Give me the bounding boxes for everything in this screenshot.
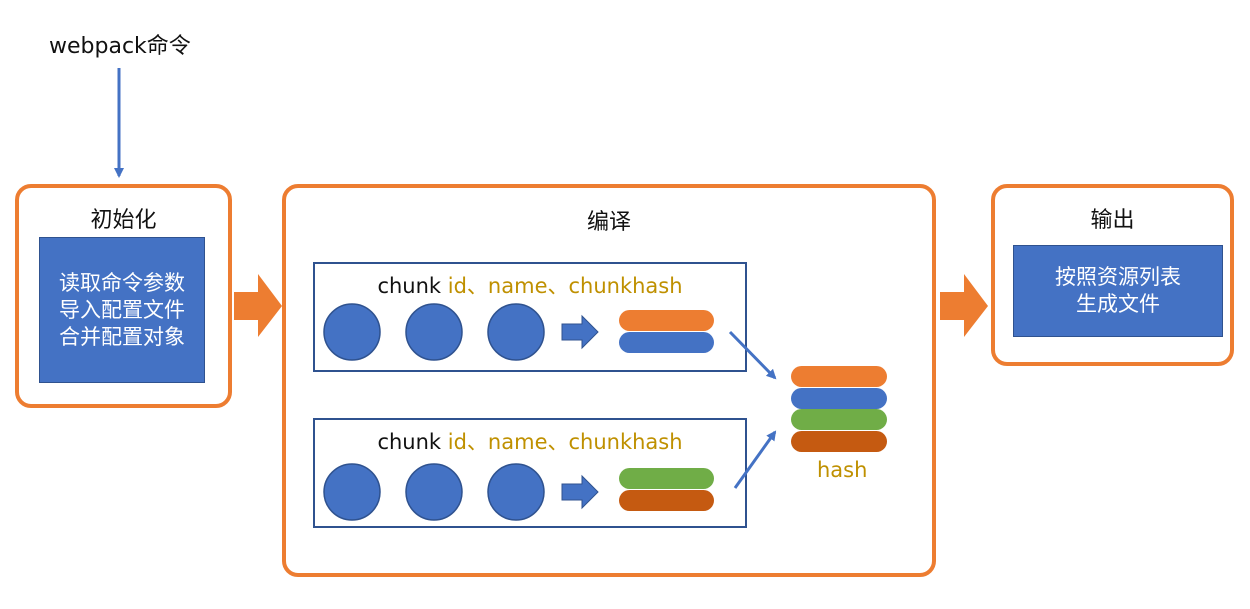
chunk-1-word: chunk bbox=[377, 274, 442, 298]
chunk-2-hash-bar bbox=[619, 490, 714, 511]
chunk-1-hash-bar bbox=[619, 310, 714, 331]
chunk-2-module bbox=[405, 463, 463, 521]
hash-label: hash bbox=[817, 458, 868, 482]
init-stage-title: 初始化 bbox=[90, 208, 157, 233]
chunk-2-fields: id、name、chunkhash bbox=[447, 430, 683, 454]
chunk-1-label: chunk id、name、chunkhash bbox=[315, 270, 745, 300]
chunk-1-fields: id、name、chunkhash bbox=[447, 274, 683, 298]
chunk-1-block-arrow bbox=[561, 314, 599, 350]
chunk-2-word: chunk bbox=[377, 430, 442, 454]
chunk-2-module bbox=[487, 463, 545, 521]
output-step-2: 生成文件 bbox=[1076, 292, 1160, 316]
hash-bar bbox=[791, 431, 887, 452]
chunk-2-module bbox=[323, 463, 381, 521]
hash-bar bbox=[791, 366, 887, 387]
init-step-2: 导入配置文件 bbox=[59, 297, 185, 322]
chunk-2-block-arrow bbox=[561, 474, 599, 510]
chunk-1-module bbox=[405, 303, 463, 361]
chunk-1-module bbox=[487, 303, 545, 361]
output-stage: 输出 按照资源列表 生成文件 bbox=[991, 184, 1234, 366]
webpack-command-label: webpack命令 bbox=[49, 34, 191, 59]
init-stage: 初始化 读取命令参数 导入配置文件 合并配置对象 bbox=[15, 184, 232, 408]
chunk-2-to-hash-arrow bbox=[733, 430, 777, 489]
chunk-2-label: chunk id、name、chunkhash bbox=[315, 426, 745, 456]
init-step-1: 读取命令参数 bbox=[59, 270, 185, 295]
init-steps-box: 读取命令参数 导入配置文件 合并配置对象 bbox=[39, 237, 205, 383]
init-to-compile-arrow bbox=[234, 274, 282, 337]
hash-bar bbox=[791, 409, 887, 430]
compile-stage-title: 编译 bbox=[586, 210, 631, 235]
output-stage-title: 输出 bbox=[1090, 208, 1135, 233]
init-step-3: 合并配置对象 bbox=[59, 324, 185, 349]
chunk-1-module bbox=[323, 303, 381, 361]
chunk-1-to-hash-arrow bbox=[728, 330, 777, 380]
compile-to-output-arrow bbox=[940, 274, 988, 337]
hash-bar bbox=[791, 388, 887, 409]
chunk-1-hash-bar bbox=[619, 332, 714, 353]
chunk-2-hash-bar bbox=[619, 468, 714, 489]
output-step-1: 按照资源列表 bbox=[1055, 265, 1181, 289]
output-steps-box: 按照资源列表 生成文件 bbox=[1013, 245, 1223, 337]
